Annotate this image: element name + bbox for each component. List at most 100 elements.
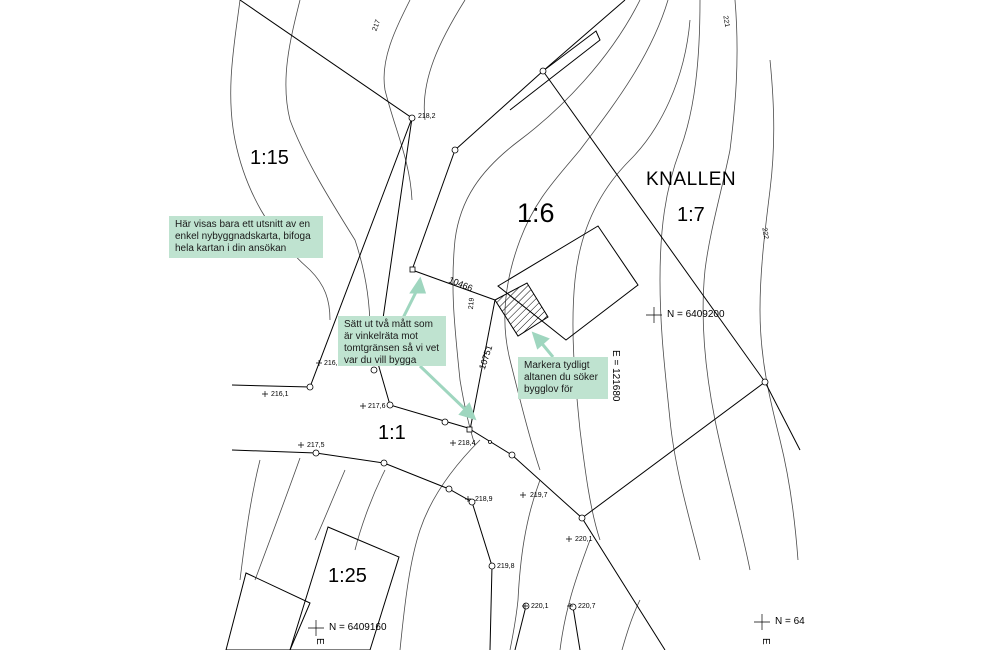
boundary-line	[581, 381, 766, 519]
contour-line	[314, 469, 346, 541]
boundary-line	[231, 0, 413, 388]
building-outline	[497, 225, 639, 341]
block-name: KNALLEN	[646, 169, 737, 190]
coordinate-north: N = 6409200	[667, 309, 725, 320]
building-outline	[289, 526, 400, 650]
contour-line	[239, 459, 261, 581]
elevation-cross	[567, 603, 573, 609]
elevation-label: 218,4	[458, 440, 476, 447]
elevation-label: 216,1	[271, 391, 289, 398]
scale-label: 1:7	[677, 204, 705, 226]
survey-points	[306, 67, 769, 611]
survey-point	[569, 603, 577, 611]
elevation-label: 220,1	[575, 536, 593, 543]
elevation-cross	[262, 391, 268, 397]
survey-point	[488, 440, 492, 444]
survey-point	[380, 459, 388, 467]
scale-label: 1:25	[328, 565, 367, 587]
survey-point	[468, 498, 476, 506]
contour-line	[399, 439, 481, 650]
elevation-cross	[465, 496, 471, 502]
elevation-label: 220,1	[531, 603, 549, 610]
survey-point	[408, 114, 416, 122]
survey-point	[488, 562, 496, 570]
contour-line	[452, 0, 641, 446]
elevation-cross	[450, 440, 456, 446]
elevation-cross	[520, 492, 526, 498]
elevation-label: 216,8	[324, 360, 342, 367]
dimension-line	[469, 299, 496, 431]
coordinate-east: E = 121680	[610, 350, 621, 402]
contour-line	[230, 0, 331, 321]
elevation-label: 220,7	[578, 603, 596, 610]
elevation-cross	[360, 403, 366, 409]
contour-line	[621, 599, 641, 650]
building-outline	[225, 572, 311, 650]
elevation-cross	[316, 360, 322, 366]
survey-point	[451, 146, 459, 154]
callout-measure: Sätt ut två mått som är vinkelräta mot t…	[338, 316, 446, 366]
boundary-line	[231, 449, 493, 650]
survey-point	[445, 485, 453, 493]
survey-point	[761, 378, 769, 386]
elevation-marks	[262, 307, 770, 636]
boundary-line	[514, 605, 527, 650]
coordinate-north: N = 64	[775, 616, 805, 627]
survey-point	[370, 366, 378, 374]
scale-label: 1:6	[517, 198, 555, 228]
survey-point	[578, 514, 586, 522]
contour-lines	[230, 0, 799, 650]
street-edge	[509, 30, 601, 111]
corner-marker	[409, 266, 416, 273]
arrow-head	[531, 331, 550, 350]
survey-point	[312, 449, 320, 457]
survey-point	[508, 451, 516, 459]
contour-line	[559, 539, 591, 650]
elevation-label: 219,7	[530, 492, 548, 499]
coordinate-north: N = 6409160	[329, 622, 387, 633]
contour-line	[285, 0, 371, 331]
scale-label: 1:15	[250, 147, 289, 169]
elevation-label: 219,8	[497, 563, 515, 570]
contour-line	[504, 0, 669, 471]
contour-line	[702, 0, 751, 571]
contour-label: 219	[467, 297, 476, 310]
boundary-line	[411, 149, 456, 271]
elevation-label: 218,9	[475, 496, 493, 503]
boundary-line	[764, 381, 801, 451]
coordinate-cross	[754, 614, 770, 630]
elevation-label: 217,5	[307, 442, 325, 449]
callout-note: Här visas bara ett utsnitt av en enkel n…	[169, 216, 323, 258]
coordinate-cross	[308, 620, 324, 636]
contour-line	[759, 59, 799, 561]
contour-line	[572, 19, 691, 541]
survey-point	[441, 418, 449, 426]
contour-line	[383, 0, 413, 201]
callout-mark-deck: Markera tydligt altanen du söker bygglov…	[518, 357, 608, 399]
coordinate-cross	[646, 307, 662, 323]
elevation-cross	[298, 442, 304, 448]
callout-arrows	[401, 276, 555, 421]
arrow-head	[458, 402, 477, 421]
dimension-line	[411, 269, 496, 301]
elevation-cross	[522, 603, 528, 609]
arrow-line	[418, 364, 470, 414]
contour-line	[254, 457, 301, 581]
boundary-line	[542, 0, 626, 72]
contour-line	[659, 0, 701, 561]
boundary-line	[572, 606, 581, 650]
arrow-head	[409, 276, 427, 294]
coordinate-east: E	[760, 638, 771, 645]
contour-line	[423, 0, 466, 121]
survey-point	[539, 67, 547, 75]
scale-label: 1:1	[378, 422, 406, 444]
deck-hatched-area	[494, 282, 549, 337]
coordinate-east: E	[314, 638, 325, 645]
contour-line	[509, 479, 541, 650]
survey-point	[386, 401, 394, 409]
elevation-label: 217,6	[368, 403, 386, 410]
boundary-line	[542, 70, 766, 383]
contour-line	[354, 469, 386, 551]
elevation-cross	[566, 536, 572, 542]
